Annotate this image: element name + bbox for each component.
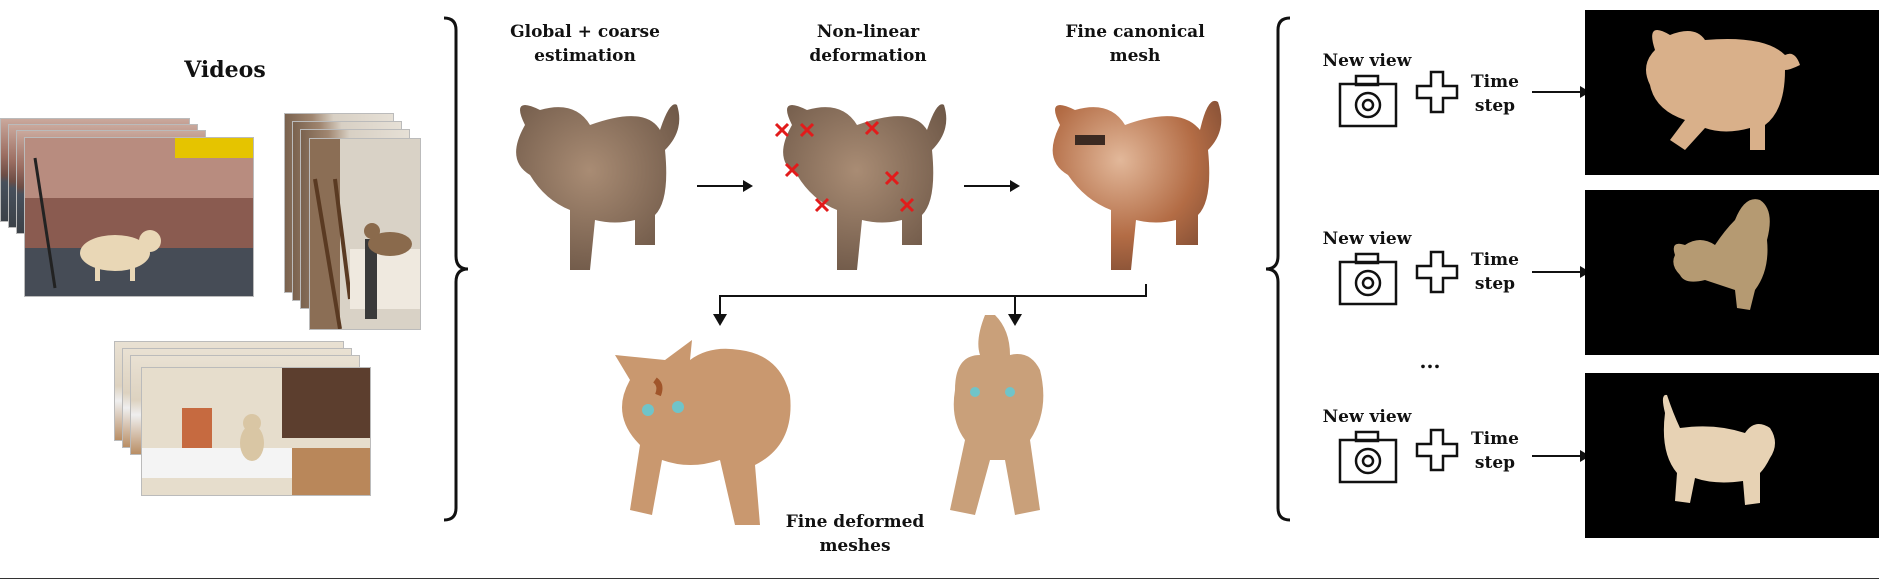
stage-label-global-coarse: Global + coarse estimation xyxy=(510,22,660,66)
new-view-label: New view xyxy=(1322,407,1412,427)
new-view-label: New view xyxy=(1322,229,1412,249)
new-view-label: New view xyxy=(1322,51,1412,71)
video-frame-cat-kitchen xyxy=(141,367,371,496)
video-frame-cat-table xyxy=(309,138,421,330)
videos-title: Videos xyxy=(184,57,266,83)
deformation-arrows xyxy=(774,120,915,213)
plus-icon xyxy=(1415,428,1459,472)
right-brace xyxy=(1265,16,1291,522)
fine-canonical-cat-mesh xyxy=(1052,100,1222,270)
arrow-to-render-2 xyxy=(1532,266,1590,278)
camera-icon xyxy=(1338,252,1398,306)
arrow-stage2-to-stage3 xyxy=(964,180,1020,192)
camera-icon xyxy=(1338,74,1398,128)
time-step-label: Time step xyxy=(1471,429,1519,473)
left-brace xyxy=(443,16,469,522)
bottom-rule xyxy=(0,578,1879,579)
stage-label-fine-canonical: Fine canonical mesh xyxy=(1065,22,1205,66)
more-views-ellipsis: ... xyxy=(1419,349,1441,373)
arrow-canonical-to-deformed xyxy=(713,284,1147,326)
novel-view-render-3 xyxy=(1585,373,1879,538)
coarse-cat-mesh xyxy=(516,104,680,271)
deformed-cat-mesh-2 xyxy=(950,315,1044,515)
plus-icon xyxy=(1415,250,1459,294)
arrow-to-render-1 xyxy=(1532,86,1590,98)
time-step-label: Time step xyxy=(1471,72,1519,116)
novel-view-render-1 xyxy=(1585,10,1879,175)
novel-view-render-2 xyxy=(1585,190,1879,355)
deformed-cat-mesh-1 xyxy=(615,340,791,525)
arrow-to-render-3 xyxy=(1532,450,1590,462)
stage-label-non-linear: Non-linear deformation xyxy=(809,22,927,66)
plus-icon xyxy=(1415,70,1459,114)
arrow-stage1-to-stage2 xyxy=(697,180,753,192)
time-step-label: Time step xyxy=(1471,250,1519,294)
video-frame-cat-walking xyxy=(24,137,254,297)
deformation-cat-mesh xyxy=(774,104,947,271)
camera-icon xyxy=(1338,430,1398,484)
deformed-meshes-label: Fine deformed meshes xyxy=(785,512,925,556)
